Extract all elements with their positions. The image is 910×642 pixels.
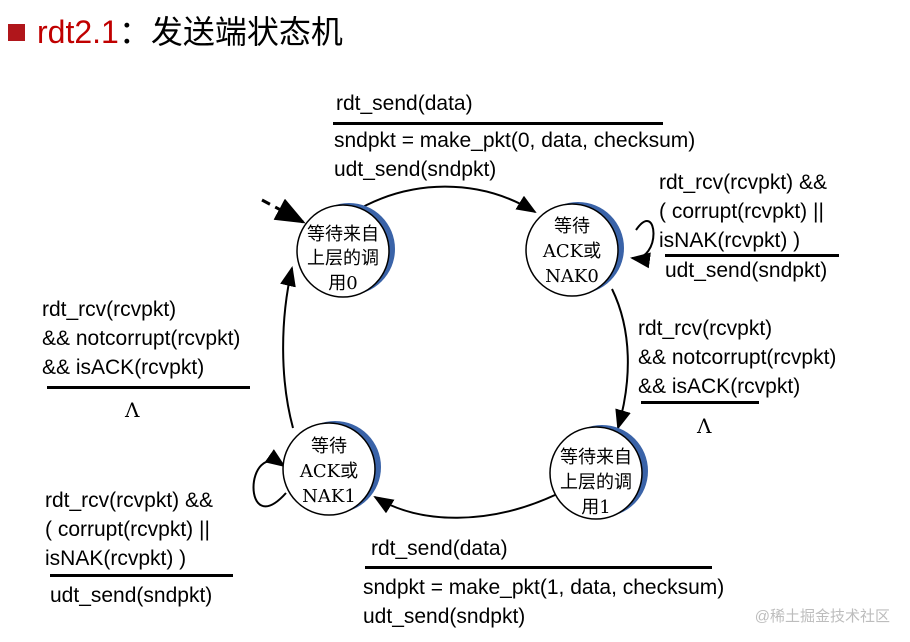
left-loop-event-line-1: rdt_rcv(rcvpkt) &&	[45, 489, 214, 512]
left-transition-event-line-3: && isACK(rcvpkt)	[42, 356, 205, 379]
state-wait-ack0-line2: ACK或	[542, 241, 601, 262]
slide-title: rdt2.1：发送端状态机	[8, 12, 343, 52]
state-wait-call0-line3: 用0	[328, 273, 357, 294]
state-wait-ack1-line2: ACK或	[299, 461, 358, 482]
left-loop-event-line-3: isNAK(rcvpkt) )	[45, 547, 187, 570]
state-wait-call1-line1: 等待来自	[560, 447, 632, 468]
left-transition-event-line-1: rdt_rcv(rcvpkt)	[42, 298, 177, 321]
transition-left-arrow	[280, 266, 296, 429]
title-prefix: rdt2.1	[37, 14, 119, 50]
right-transition-event-line-3: && isACK(rcvpkt)	[638, 375, 801, 398]
bottom-transition-action-1: sndpkt = make_pkt(1, data, checksum)	[363, 576, 725, 599]
right-loop-event-line-2: ( corrupt(rcvpkt) ||	[659, 200, 824, 223]
state-wait-ack1: 等待 ACK或 NAK1	[282, 421, 381, 516]
right-loop-event-line-3: isNAK(rcvpkt) )	[659, 229, 801, 252]
state-wait-call0: 等待来自 上层的调 用0	[296, 203, 395, 298]
right-loop-divider	[665, 254, 839, 257]
bottom-transition-action-2: udt_send(sndpkt)	[363, 605, 526, 628]
title-bullet-icon	[8, 23, 25, 41]
left-transition-action: Λ	[125, 398, 140, 422]
state-wait-call1-line2: 上层的调	[560, 472, 632, 493]
state-wait-ack0-line3: NAK0	[545, 266, 599, 287]
title-suffix: ：发送端状态机	[118, 14, 343, 50]
top-transition-actions: sndpkt = make_pkt(0, data, checksum) udt…	[334, 126, 695, 184]
top-transition-event: rdt_send(data)	[336, 92, 473, 115]
self-loop-right-arrow	[630, 220, 655, 269]
right-loop-event-line-1: rdt_rcv(rcvpkt) &&	[659, 171, 828, 194]
watermark: @稀土掘金技术社区	[754, 608, 890, 625]
state-wait-call1-line3: 用1	[581, 497, 610, 518]
self-loop-left-arrow	[252, 449, 287, 508]
initial-state-arrow	[261, 198, 306, 224]
bottom-transition-actions: sndpkt = make_pkt(1, data, checksum) udt…	[363, 573, 724, 631]
left-loop-event: rdt_rcv(rcvpkt) && ( corrupt(rcvpkt) || …	[45, 486, 213, 573]
state-wait-call0-line1: 等待来自	[307, 224, 379, 245]
top-transition-divider	[333, 122, 663, 125]
state-wait-call1: 等待来自 上层的调 用1	[549, 425, 648, 520]
left-transition-divider	[47, 386, 250, 389]
transition-top-arrow	[351, 185, 537, 214]
state-wait-ack1-line1: 等待	[311, 436, 347, 457]
state-wait-ack0: 等待 ACK或 NAK0	[525, 202, 624, 297]
right-loop-event: rdt_rcv(rcvpkt) && ( corrupt(rcvpkt) || …	[659, 168, 827, 255]
title-text: rdt2.1：发送端状态机	[37, 12, 343, 52]
right-transition-divider	[641, 401, 759, 404]
right-transition-action: Λ	[697, 414, 712, 438]
left-transition-event-line-2: && notcorrupt(rcvpkt)	[42, 327, 241, 350]
right-transition-event-line-2: && notcorrupt(rcvpkt)	[638, 346, 837, 369]
left-transition-event: rdt_rcv(rcvpkt) && notcorrupt(rcvpkt) &&…	[42, 295, 240, 382]
transition-bottom-arrow	[373, 494, 556, 519]
right-transition-event-line-1: rdt_rcv(rcvpkt)	[638, 317, 773, 340]
left-loop-event-line-2: ( corrupt(rcvpkt) ||	[45, 518, 210, 541]
left-loop-action: udt_send(sndpkt)	[50, 584, 213, 607]
left-loop-divider	[50, 574, 233, 577]
state-wait-ack0-line1: 等待	[554, 216, 590, 237]
right-loop-action: udt_send(sndpkt)	[665, 259, 828, 282]
bottom-transition-event: rdt_send(data)	[371, 537, 508, 560]
right-transition-event: rdt_rcv(rcvpkt) && notcorrupt(rcvpkt) &&…	[638, 314, 836, 401]
transition-right-arrow	[611, 288, 631, 430]
state-wait-ack1-line3: NAK1	[302, 486, 356, 507]
bottom-transition-divider	[365, 566, 712, 569]
top-transition-action-1: sndpkt = make_pkt(0, data, checksum)	[334, 129, 696, 152]
top-transition-action-2: udt_send(sndpkt)	[334, 158, 497, 181]
state-wait-call0-line2: 上层的调	[307, 248, 379, 269]
